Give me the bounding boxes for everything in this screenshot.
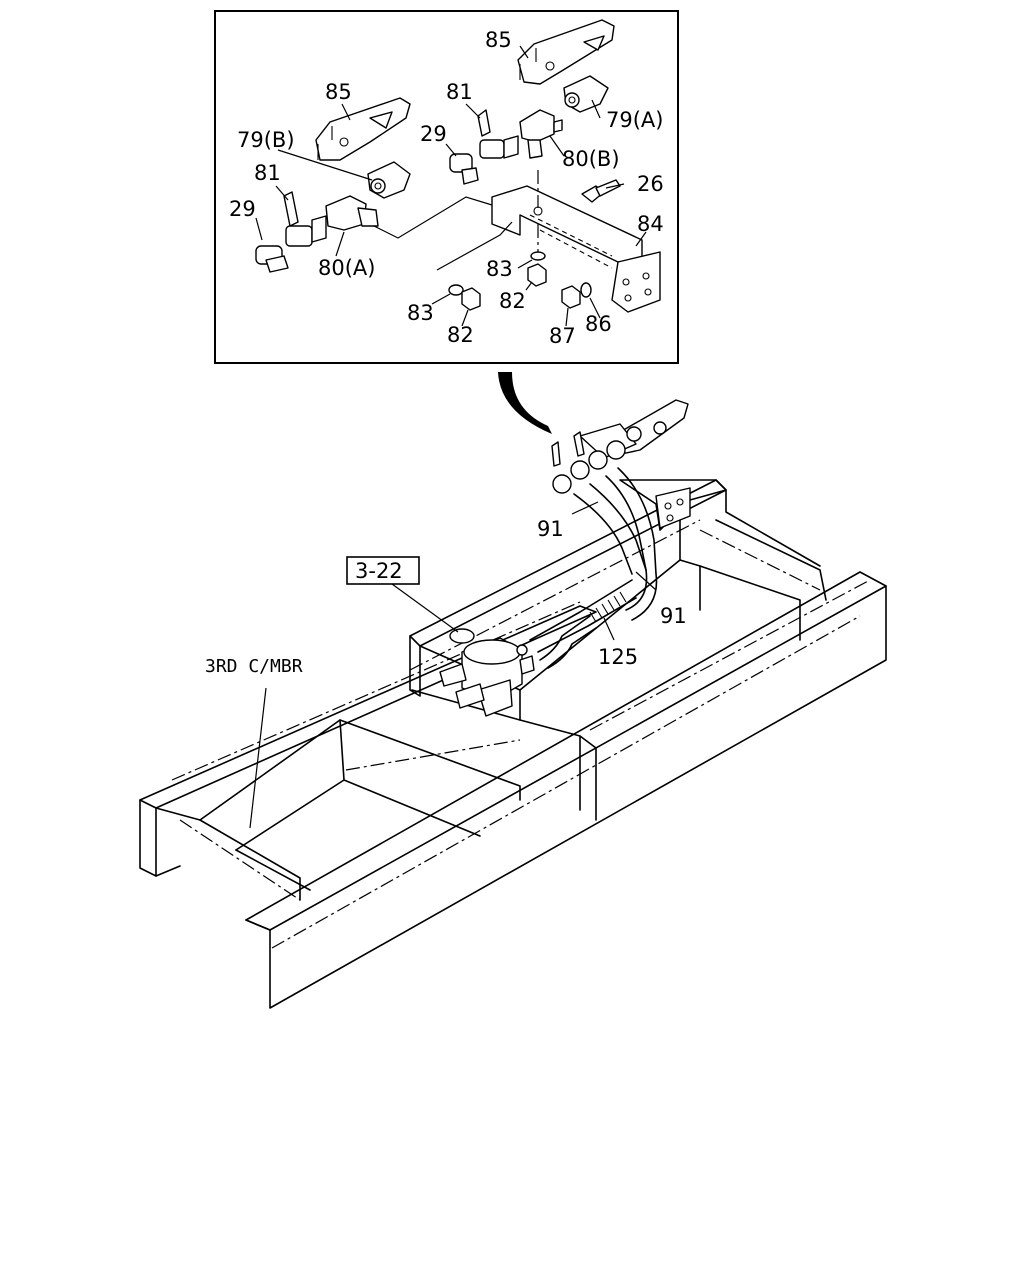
callout-85-top: 85 [485,28,512,52]
lever-85-left [315,97,411,161]
valve-79b [367,161,411,199]
inset-leaders [255,45,625,327]
reference-box-label: 3-22 [355,559,403,583]
callout-80a: 80(A) [318,256,375,280]
valve-79a [563,75,609,113]
callout-84: 84 [637,212,664,236]
elbow-29-mid [449,153,479,185]
hose-91-lower [605,467,658,621]
nut-82-left [461,287,481,311]
main-leaders [249,501,657,829]
callout-82-mid: 82 [499,289,526,313]
washer-83-left [448,284,464,296]
hose-125 [529,579,637,669]
callout-86: 86 [585,312,612,336]
callout-83-mid: 83 [486,257,513,281]
tee-80b [519,109,563,159]
callout-26: 26 [637,172,664,196]
hose-91-upper [573,483,647,575]
bracket-84 [491,185,661,313]
washer-83-mid [530,251,546,261]
cock-81-mid [477,109,519,159]
callout-29-mid: 29 [420,122,447,146]
elbow-29-left [255,245,289,273]
callout-91-lower: 91 [660,604,687,628]
inset-connector-a [371,196,493,239]
lever-85-top [517,19,615,85]
detail-inset: 85 85 81 79(A) 79(B) 29 80(B) 26 81 84 2… [214,10,679,364]
cock-81-left [283,191,327,247]
relay-valve [439,628,535,717]
washer-86 [580,282,592,298]
callout-85-left: 85 [325,80,352,104]
mounting-bracket [619,479,727,531]
valve-cluster [551,399,689,494]
callout-80b: 80(B) [562,147,620,171]
detail-arrow [498,372,552,434]
callout-83-left: 83 [407,301,434,325]
callout-125: 125 [598,645,638,669]
reference-box[interactable]: 3-22 [346,556,420,585]
tee-80a [325,195,379,231]
callout-81-left: 81 [254,161,281,185]
nut-87 [561,285,581,309]
callout-82-left: 82 [447,323,474,347]
chassis-frame [139,479,887,1009]
callout-87: 87 [549,324,576,348]
callout-79a: 79(A) [606,108,663,132]
nut-82-mid [527,263,547,287]
inset-connector-b [436,221,513,271]
frame-label: 3RD C/MBR [205,656,303,677]
callout-91-upper: 91 [537,517,564,541]
callout-79b: 79(B) [237,128,295,152]
callout-81-mid: 81 [446,80,473,104]
callout-29-left: 29 [229,197,256,221]
